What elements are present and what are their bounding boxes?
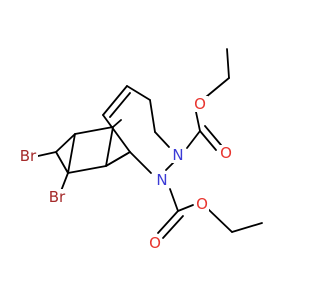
molecule-structure-diagram: Br Br N N O O O O — [16, 48, 263, 252]
br-upper-label: Br — [20, 147, 37, 165]
n-upper-label: N — [172, 146, 183, 164]
bond-c-c — [55, 151, 69, 174]
n-lower-label: N — [156, 171, 167, 189]
bond-c-c — [126, 85, 151, 101]
bond-c-c — [74, 126, 114, 135]
bond-c-c — [112, 119, 122, 128]
bond-c-c — [105, 151, 131, 167]
bond-c-c — [55, 133, 76, 153]
alkene-double-bond-line — [109, 92, 131, 118]
bond-o-ch2-lower — [207, 208, 233, 233]
bond-n-c-upper — [186, 130, 201, 149]
alkene-bond — [102, 85, 128, 116]
o-ester-upper-label: O — [194, 95, 206, 113]
bond-n-c-lower — [169, 188, 179, 212]
bond-c-o-carbonyl-upper-double — [204, 125, 222, 146]
bromine-atom-upper: Br — [16, 147, 38, 165]
bond-o-ch2-upper — [205, 77, 230, 98]
oxygen-ester-atom-upper: O — [194, 95, 208, 113]
bond-c-c — [149, 99, 156, 133]
oxygen-carbonyl-atom-upper: O — [219, 144, 233, 162]
bond-c-o-ester-upper — [195, 111, 201, 132]
bond-ch2-ch3-lower — [231, 222, 263, 233]
bond-c-o-carbonyl-lower — [157, 210, 179, 234]
nitrogen-atom-upper: N — [172, 146, 186, 164]
o-ester-lower-label: O — [196, 195, 208, 213]
bond-c-br-upper — [37, 151, 57, 157]
o-carbonyl-upper-label: O — [220, 144, 232, 162]
bond-ch2-ch3-upper — [226, 48, 230, 79]
nitrogen-atom-lower: N — [156, 171, 170, 189]
bromine-atom-lower: Br — [46, 188, 68, 206]
bond-c-n-lower — [129, 151, 152, 174]
bond-lines — [37, 48, 263, 239]
br-lower-label: Br — [49, 188, 66, 206]
oxygen-ester-atom-lower: O — [195, 195, 209, 213]
bond-c-o-carbonyl-lower-double — [162, 215, 184, 239]
o-carbonyl-lower-label: O — [149, 234, 161, 252]
bond-c-o-carbonyl-upper — [199, 130, 217, 151]
bond-c-c — [105, 126, 114, 167]
bond-c-n-upper — [154, 131, 170, 148]
bond-c-c — [67, 133, 76, 174]
bond-c-br-lower — [60, 172, 69, 192]
bond-c-o-ester-lower — [177, 204, 194, 212]
atom-labels: Br Br N N O O O O — [16, 95, 233, 252]
bond-bridgehead-upper — [102, 114, 131, 153]
oxygen-carbonyl-atom-lower: O — [148, 234, 162, 252]
bond-c-c — [67, 165, 107, 174]
